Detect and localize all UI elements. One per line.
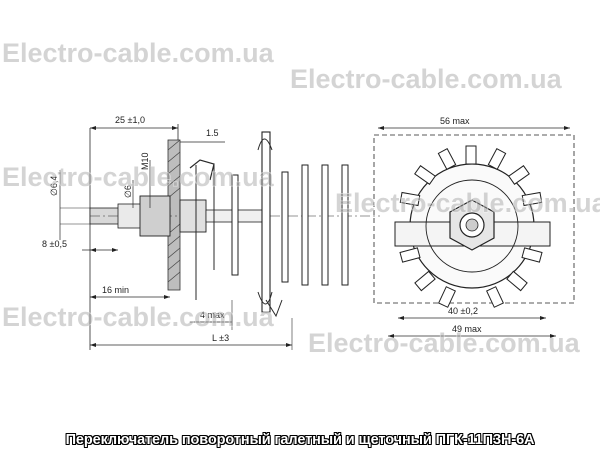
watermark-text: Electro-cable.com.ua xyxy=(2,162,275,192)
dim-4max: 4 max xyxy=(200,310,225,320)
dim-49: 49 max xyxy=(452,324,482,334)
dim-L: L ±3 xyxy=(212,333,229,343)
caption: Переключатель поворотный галетный и щето… xyxy=(65,432,535,448)
side-view-drawing xyxy=(59,124,380,350)
dim-25: 25 ±1,0 xyxy=(115,115,145,125)
dim-1-5: 1.5 xyxy=(206,128,219,138)
dim-m10: M10 xyxy=(140,152,150,170)
dim-16: 16 min xyxy=(102,285,129,295)
watermark-text: Electro-cable.com.ua xyxy=(335,188,600,218)
dim-8: 8 ±0,5 xyxy=(42,239,67,249)
dim-d6: ∅6 xyxy=(123,185,133,198)
watermark-text: Electro-cable.com.ua xyxy=(290,64,563,94)
dim-40: 40 ±0,2 xyxy=(448,306,478,316)
front-view-drawing xyxy=(373,126,575,338)
watermark-text: Electro-cable.com.ua xyxy=(2,302,275,332)
caption-bar: Переключатель поворотный галетный и щето… xyxy=(0,425,600,455)
dim-d6-4: ∅6,4 xyxy=(49,176,59,196)
dim-56: 56 max xyxy=(440,116,470,126)
watermark-text: Electro-cable.com.ua xyxy=(2,38,275,68)
front-view-dimensions: 56 max 40 ±0,2 49 max xyxy=(440,116,482,334)
watermark-layer: Electro-cable.com.ua Electro-cable.com.u… xyxy=(2,38,600,359)
watermark-text: Electro-cable.com.ua xyxy=(308,328,581,358)
side-view-dimensions: 25 ±1,0 1.5 M10 ∅6 ∅6,4 8 ±0,5 16 min 4 … xyxy=(42,115,229,343)
